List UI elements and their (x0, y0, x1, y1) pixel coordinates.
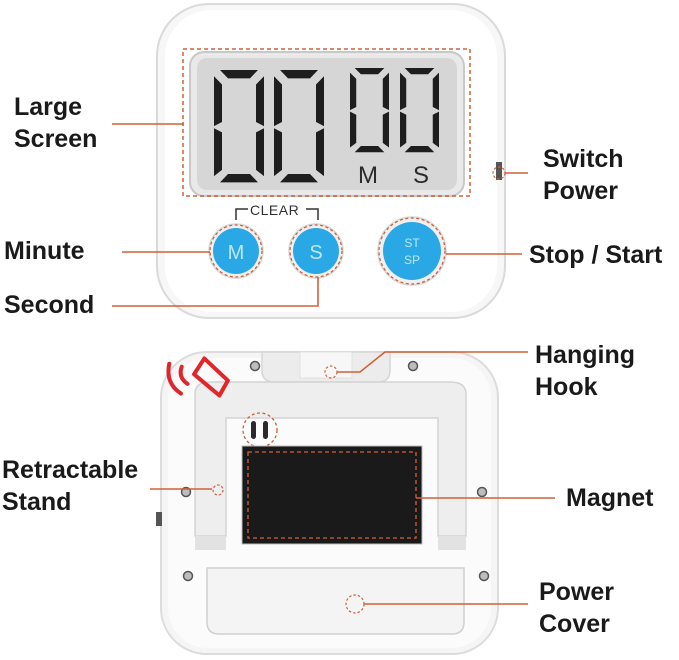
switch-power-callout: Switch Power (543, 143, 624, 207)
stop-start-callout: Stop / Start (529, 241, 663, 269)
back-callout-lines (150, 351, 555, 605)
screws (180, 360, 490, 582)
minute-callout: Minute (4, 237, 85, 265)
second-button[interactable]: S (288, 223, 344, 279)
power-cover-callout-line2: Cover (539, 610, 610, 638)
retractable-stand-callout-line1: Retractable (2, 456, 139, 484)
switch-power-callout-line2: Power (543, 177, 619, 205)
battery-cover[interactable] (206, 567, 465, 635)
switch-power-callout-line1: Switch (543, 145, 624, 173)
front-timer-illustration: M S CLEAR M S ST SP (112, 3, 528, 319)
magnet (241, 445, 423, 545)
unit-seconds: S (413, 162, 429, 189)
hanging-hook-callout-line2: Hook (535, 373, 598, 401)
large-screen-callout-line1: Large (14, 93, 83, 121)
alarm-speaker-icon (166, 356, 230, 398)
second-button-label: S (309, 242, 322, 264)
power-cover-callout: Power Cover (539, 576, 614, 640)
power-cover-callout-line1: Power (539, 578, 615, 606)
magnet-callout: Magnet (566, 484, 654, 512)
retractable-stand[interactable] (194, 381, 467, 537)
retractable-stand-callout-line2: Stand (2, 488, 72, 516)
large-screen-callout: Large Screen (14, 91, 97, 155)
front-callout-lines (112, 123, 528, 307)
minute-button-label: M (228, 242, 245, 264)
large-screen-highlight (182, 48, 471, 197)
stop-start-label-bottom: SP (404, 253, 420, 267)
back-timer-illustration (150, 351, 555, 655)
retractable-stand-callout: Retractable Stand (2, 454, 138, 518)
power-switch[interactable] (496, 162, 502, 180)
stand-highlight (212, 484, 224, 496)
clear-label: CLEAR (250, 202, 299, 218)
second-callout: Second (4, 291, 95, 319)
speaker-highlight (242, 412, 278, 448)
minute-button[interactable]: M (208, 223, 264, 279)
stop-start-button[interactable]: ST SP (377, 216, 447, 286)
unit-minutes: M (358, 162, 378, 189)
stop-start-label-top: ST (404, 236, 420, 250)
hanging-hook-callout: Hanging Hook (535, 339, 635, 403)
large-screen-callout-line2: Screen (14, 125, 98, 153)
hanging-hook-callout-line1: Hanging (535, 341, 635, 369)
